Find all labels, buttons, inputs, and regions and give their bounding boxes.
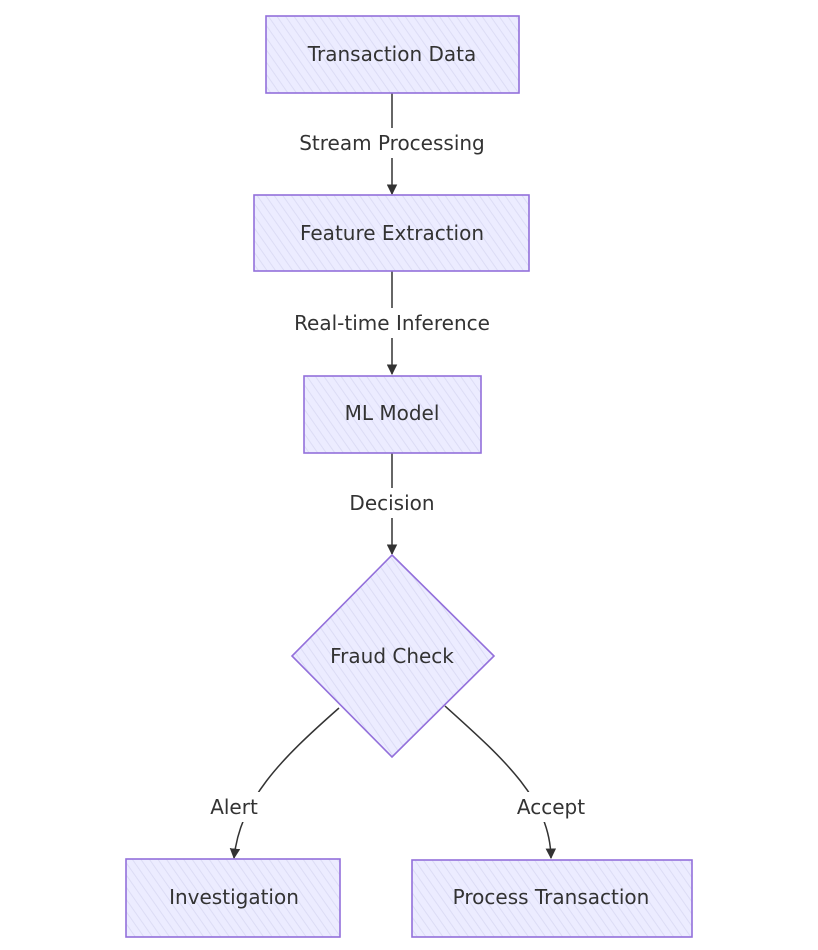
edge-label-text: Stream Processing	[299, 131, 485, 155]
node-box	[125, 858, 341, 938]
node-label: Fraud Check	[330, 644, 454, 668]
node-fraud-check: Fraud Check	[290, 553, 496, 759]
node-box	[411, 859, 693, 938]
edge-label-background	[297, 128, 487, 158]
node-diamond	[290, 553, 496, 759]
edge-label-alert: Alert	[205, 792, 263, 822]
node-box	[253, 194, 530, 272]
edge-label-text: Decision	[349, 491, 434, 515]
edge-label-background	[205, 792, 263, 822]
node-feature-extraction: Feature Extraction	[253, 194, 530, 272]
edge-fraud-check-to-investigation	[229, 707, 340, 860]
edge-label-stream-processing: Stream Processing	[297, 128, 487, 158]
edge-label-accept: Accept	[512, 792, 590, 822]
edge-label-text: Alert	[210, 795, 258, 819]
nodes: Transaction Data Feature Extraction ML M…	[125, 15, 693, 938]
node-label: Investigation	[169, 885, 299, 909]
node-label: Feature Extraction	[300, 221, 484, 245]
node-ml-model: ML Model	[303, 375, 482, 454]
node-process-transaction: Process Transaction	[411, 859, 693, 938]
edge-label-background	[346, 488, 438, 518]
node-box	[303, 375, 482, 454]
edge-label-background	[288, 308, 496, 338]
edge-fraud-check-to-process	[444, 705, 557, 860]
node-transaction-data: Transaction Data	[265, 15, 520, 94]
node-label: ML Model	[345, 401, 440, 425]
edge-label-realtime-inference: Real-time Inference	[288, 308, 496, 338]
node-investigation: Investigation	[125, 858, 341, 938]
edge-label-decision: Decision	[346, 488, 438, 518]
edge-labels: Stream Processing Real-time Inference De…	[205, 128, 590, 822]
edge-label-text: Accept	[517, 795, 585, 819]
node-label: Transaction Data	[307, 42, 477, 66]
node-label: Process Transaction	[453, 885, 650, 909]
node-box	[265, 15, 520, 94]
edge-label-background	[512, 792, 590, 822]
edge-label-text: Real-time Inference	[294, 311, 490, 335]
